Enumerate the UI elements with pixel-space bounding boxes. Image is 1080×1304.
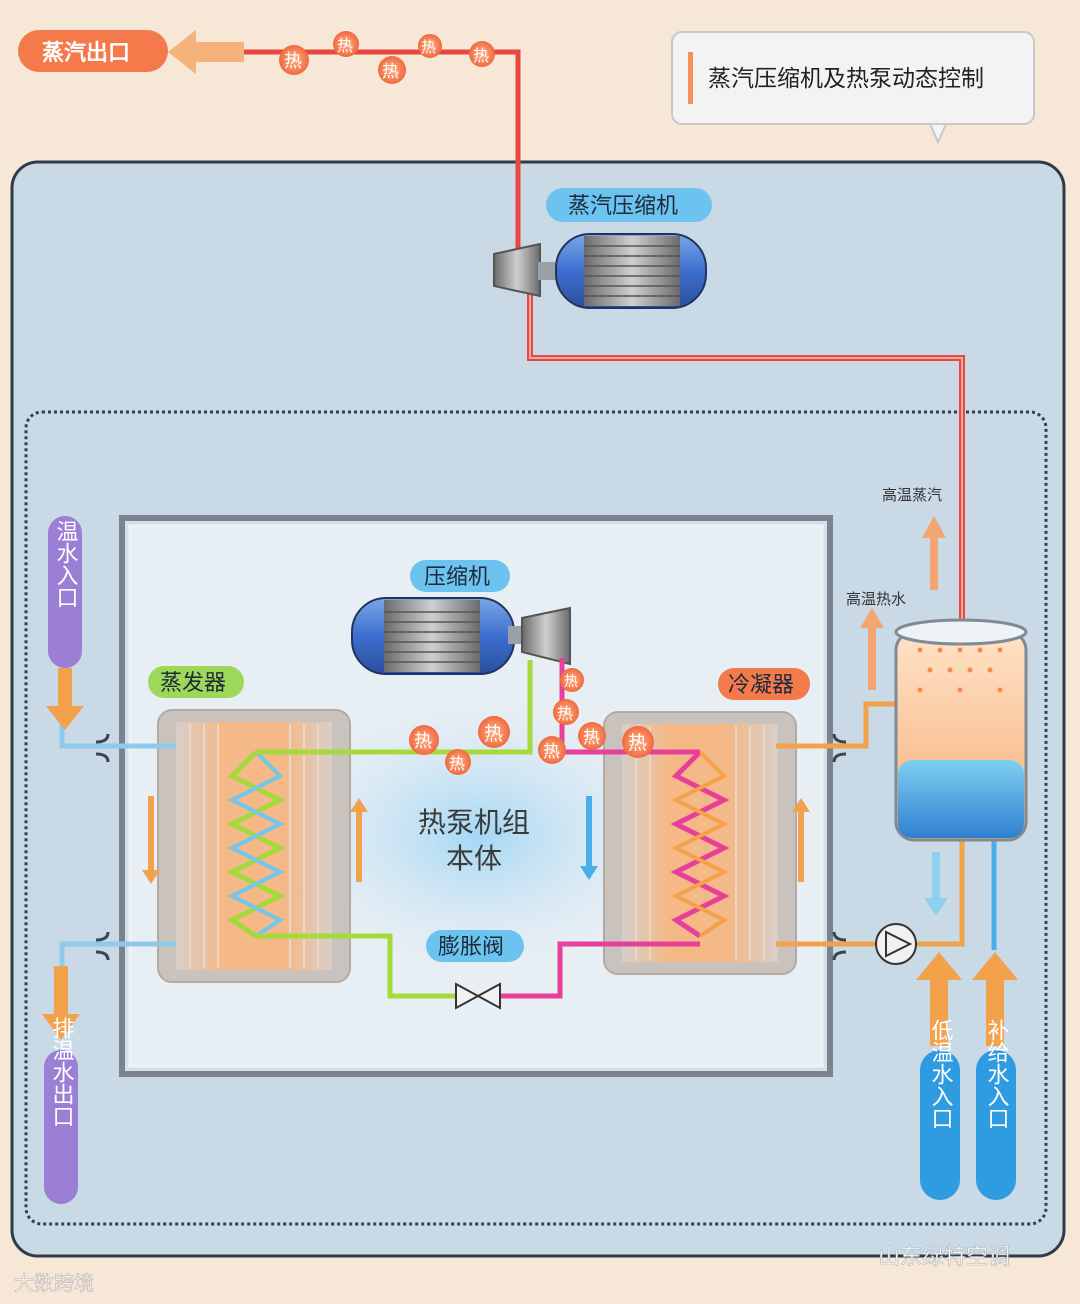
title-box-text: 蒸汽压缩机及热泵动态控制 [708, 66, 984, 92]
compressor-unit: 压缩机 [351, 560, 571, 675]
heat-label: 热 [628, 732, 647, 754]
steam-compressor-label: 蒸汽压缩机 [568, 194, 678, 219]
pump-to-tank [916, 840, 965, 947]
dotted-boundary [24, 410, 1048, 1226]
heat-label: 热 [421, 38, 436, 56]
heat-pump-body-line2: 本体 [446, 842, 502, 875]
wall-connectors [95, 733, 847, 961]
heat-pump-body-line1: 热泵机组 [418, 806, 530, 839]
heat-label: 热 [414, 731, 432, 752]
high-temp-steam-label: 高温蒸汽 [882, 486, 942, 504]
exhaust-water-arrow [42, 966, 80, 1040]
condenser-label: 冷凝器 [728, 673, 794, 698]
steam-line-out [244, 49, 521, 264]
liquid-line [496, 941, 700, 999]
refrigerant-heat-dots: 热 热 热 热 热 热 热 热 [409, 668, 654, 775]
exhaust-water-outlet-label: 排温水出口 [49, 1017, 75, 1127]
low-temp-water-inlet-label: 低温水入口 [928, 1019, 954, 1129]
heat-label: 热 [382, 62, 399, 82]
expansion-valve: 膨胀阀 [426, 930, 524, 1010]
steam-line-tank-highlight [529, 292, 963, 630]
warm-water-inlet-pill: 温水入口 [48, 516, 82, 668]
suction-line [256, 660, 533, 755]
expansion-valve-label: 膨胀阀 [438, 935, 504, 960]
heat-label: 热 [484, 723, 503, 745]
heat-label: 热 [473, 46, 489, 65]
steam-outlet-label-bg [18, 30, 168, 72]
heat-label: 热 [543, 742, 560, 762]
heat-pump-glow [288, 705, 668, 965]
heat-label: 热 [564, 674, 578, 690]
flow-arrows [142, 796, 810, 884]
watermark-right: 山东绿特空调 [878, 1245, 1010, 1270]
steam-outlet-label: 蒸汽出口 [42, 40, 130, 66]
steam-compressor-unit: 蒸汽压缩机 [493, 188, 712, 309]
title-box [671, 31, 1035, 125]
condenser-unit: 冷凝器 [603, 668, 810, 975]
low-temp-water-inlet-pill: 低温水入口 [920, 1019, 960, 1200]
evaporator-unit: 蒸发器 [148, 666, 351, 983]
watermark-left: 大数跨境 [14, 1271, 94, 1295]
pump-symbol [885, 930, 913, 958]
heat-label: 热 [284, 51, 302, 72]
compressor-label: 压缩机 [424, 565, 490, 590]
warm-water-arrow [46, 668, 84, 730]
title-box-accent [688, 52, 693, 104]
low-temp-inlet-arrow [916, 952, 962, 1046]
liquid-return-line [256, 933, 462, 999]
steam-heat-dots: 热 热 热 热 热 [279, 31, 495, 84]
steam-up-arrow [922, 516, 946, 590]
heat-label: 热 [557, 704, 573, 723]
title-box-pointer [928, 123, 948, 145]
hot-water-up-arrow [860, 608, 884, 690]
evaporator-label: 蒸发器 [160, 671, 226, 696]
exhaust-water-outlet-pill: 排温水出口 [44, 1017, 78, 1204]
heat-label: 热 [583, 728, 600, 748]
hot-water-to-tank [776, 701, 904, 749]
steam-tank [894, 618, 1028, 842]
warm-water-inlet-label: 温水入口 [53, 520, 79, 608]
heat-label: 热 [449, 754, 465, 773]
high-temp-hot-water-label: 高温热水 [846, 590, 906, 608]
tank-down-arrow [924, 852, 948, 916]
makeup-water-inlet-pill: 补给水入口 [976, 1019, 1016, 1200]
steam-outlet-arrow [168, 30, 244, 74]
makeup-water-inlet-label: 补给水入口 [984, 1019, 1010, 1129]
makeup-inlet-arrow [972, 952, 1018, 1046]
heat-label: 热 [337, 36, 353, 55]
